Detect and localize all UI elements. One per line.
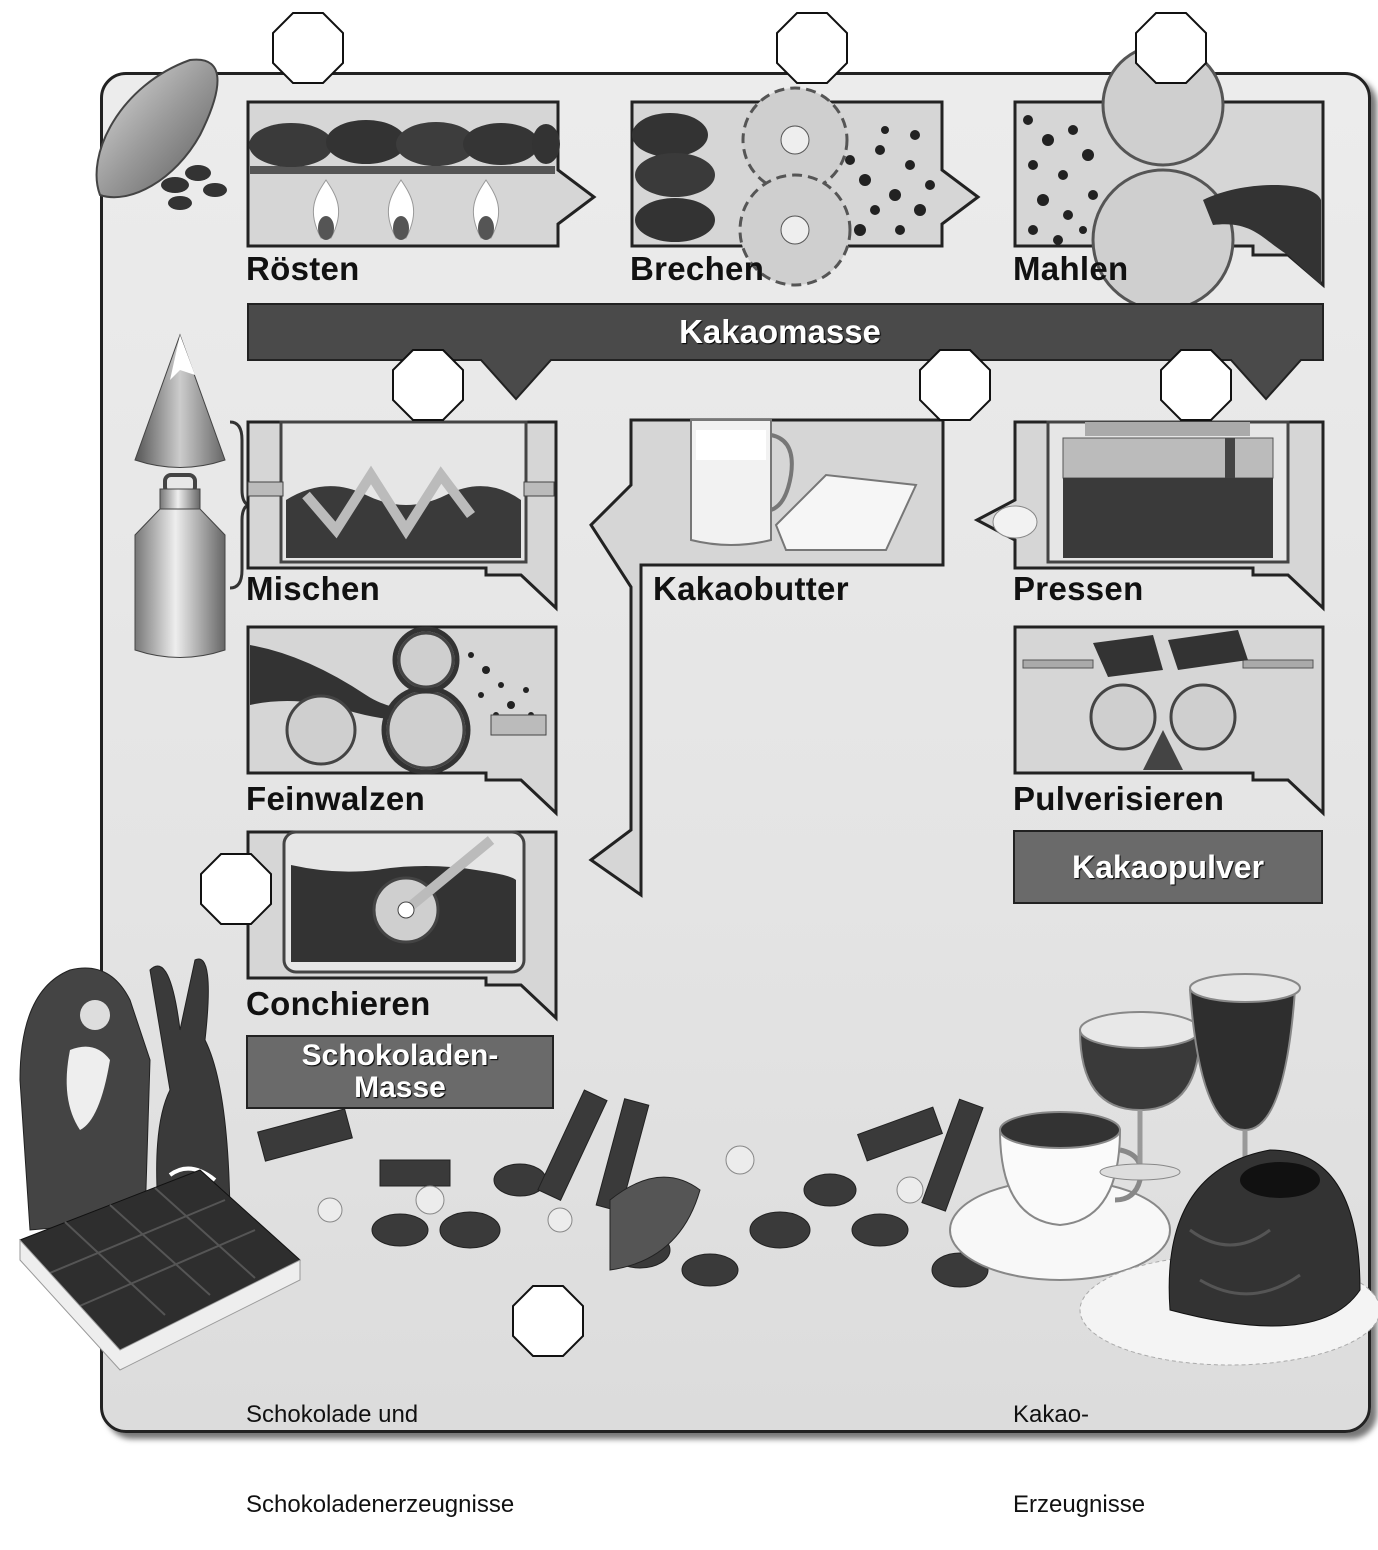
callout-octagon-4 [392, 349, 464, 421]
kakaopulver-banner: Kakaopulver [1013, 830, 1323, 904]
step-label-brechen: Brechen [630, 250, 764, 288]
callout-octagon-1 [272, 12, 344, 84]
callout-octagon-5 [919, 349, 991, 421]
bracket [228, 420, 248, 590]
callout-octagon-2 [776, 12, 848, 84]
cocoa-pod-icon [80, 55, 240, 215]
products-label-kakao-line1: Kakao- [1013, 1400, 1145, 1430]
step-label-mahlen: Mahlen [1013, 250, 1128, 288]
products-label-schokolade-line2: Schokoladenerzeugnisse [246, 1490, 514, 1520]
sugar-cone-icon [125, 330, 235, 470]
step-label-roesten: Rösten [246, 250, 360, 288]
step-label-kakaobutter: Kakaobutter [653, 570, 849, 608]
callout-octagon-7 [200, 853, 272, 925]
chocolate-products-illustration [0, 930, 1378, 1360]
kakaomasse-banner: Kakaomasse [620, 308, 940, 356]
callout-octagon-3 [1135, 12, 1207, 84]
roesten-panel [246, 100, 606, 260]
products-label-kakao-line2: Erzeugnisse [1013, 1490, 1145, 1520]
products-label-schokolade: Schokolade und Schokoladenerzeugnisse [246, 1340, 514, 1550]
step-label-mischen: Mischen [246, 570, 380, 608]
callout-octagon-8 [512, 1285, 584, 1357]
callout-octagon-6 [1160, 349, 1232, 421]
step-label-pulverisieren: Pulverisieren [1013, 780, 1224, 818]
brechen-panel [630, 100, 990, 260]
milk-can-icon [130, 475, 240, 665]
products-label-kakao: Kakao- Erzeugnisse [1013, 1340, 1145, 1550]
products-label-schokolade-line1: Schokolade und [246, 1400, 514, 1430]
step-label-feinwalzen: Feinwalzen [246, 780, 425, 818]
kakaobutter-panel [586, 415, 956, 915]
step-label-pressen: Pressen [1013, 570, 1144, 608]
